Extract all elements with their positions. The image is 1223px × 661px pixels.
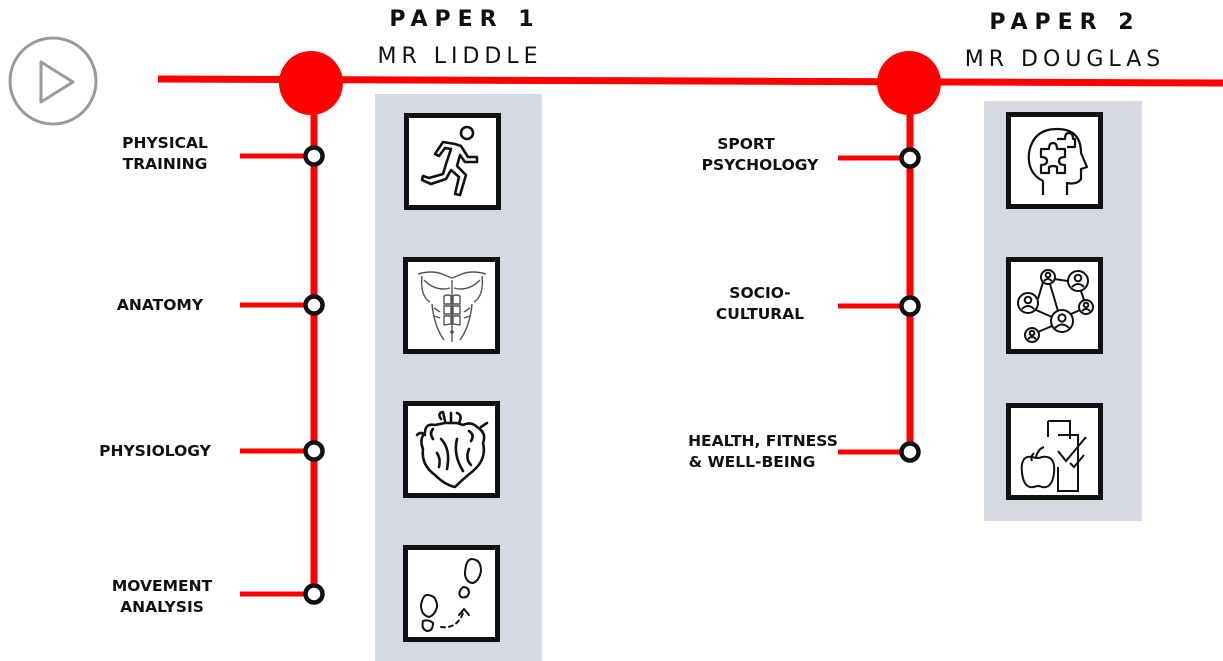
node-health xyxy=(899,441,921,463)
topic-sport-psychology: SPORT PSYCHOLOGY xyxy=(675,134,845,176)
node-sport-psychology xyxy=(899,147,921,169)
topic-label-line: ANALYSIS xyxy=(120,598,204,616)
social-network-icon-box xyxy=(1006,257,1103,354)
node-physiology xyxy=(303,440,325,462)
node-anatomy xyxy=(303,294,325,316)
topic-label-line: PHYSIOLOGY xyxy=(99,442,211,460)
running-person-icon xyxy=(420,125,478,196)
topic-label-line: TRAINING xyxy=(122,155,208,173)
topic-anatomy: ANATOMY xyxy=(90,295,230,316)
topic-physical-training: PHYSICAL TRAINING xyxy=(95,133,235,175)
topic-label-line: PHYSICAL xyxy=(122,134,208,152)
topic-label-line: & WELL-BEING xyxy=(688,453,816,471)
heart-icon xyxy=(415,410,488,488)
play-icon xyxy=(8,36,98,126)
head-puzzle-icon xyxy=(1027,127,1088,195)
topic-movement-analysis: MOVEMENT ANALYSIS xyxy=(92,576,232,618)
torso-muscles-icon-box xyxy=(403,257,500,354)
topic-socio-cultural: SOCIO- CULTURAL xyxy=(690,283,830,325)
paper-1-title: PAPER 1 xyxy=(389,7,541,32)
paper-2-station xyxy=(877,51,941,115)
paper-1-station xyxy=(279,51,343,115)
apple-checklist-icon xyxy=(1020,419,1087,492)
topic-health-fitness: HEALTH, FITNESS & WELL-BEING xyxy=(662,431,864,473)
paper-1-teacher: MR LIDDLE xyxy=(377,44,543,69)
topic-label-line: MOVEMENT xyxy=(111,577,213,595)
topic-label-line: SOCIO- xyxy=(729,284,791,302)
topic-label-line: CULTURAL xyxy=(715,305,805,323)
topic-physiology: PHYSIOLOGY xyxy=(80,441,230,462)
topic-label-line: ANATOMY xyxy=(116,296,204,314)
node-socio-cultural xyxy=(899,295,921,317)
footsteps-icon-box xyxy=(403,545,500,642)
footsteps-icon xyxy=(419,557,482,632)
play-button[interactable] xyxy=(7,35,99,127)
torso-muscles-icon xyxy=(417,270,486,342)
heart-icon-box xyxy=(403,401,500,498)
paper-2-title: PAPER 2 xyxy=(989,10,1141,35)
topic-label-line: PSYCHOLOGY xyxy=(701,156,819,174)
social-network-icon xyxy=(1016,268,1094,343)
node-physical-training xyxy=(303,145,325,167)
topic-label-line: SPORT xyxy=(717,135,775,153)
head-puzzle-icon-box xyxy=(1006,112,1103,209)
topic-label-line: HEALTH, FITNESS xyxy=(688,432,838,450)
paper-2-teacher: MR DOUGLAS xyxy=(964,47,1166,72)
running-person-icon-box xyxy=(404,113,501,210)
node-movement-analysis xyxy=(303,583,325,605)
apple-checklist-icon-box xyxy=(1006,403,1103,500)
